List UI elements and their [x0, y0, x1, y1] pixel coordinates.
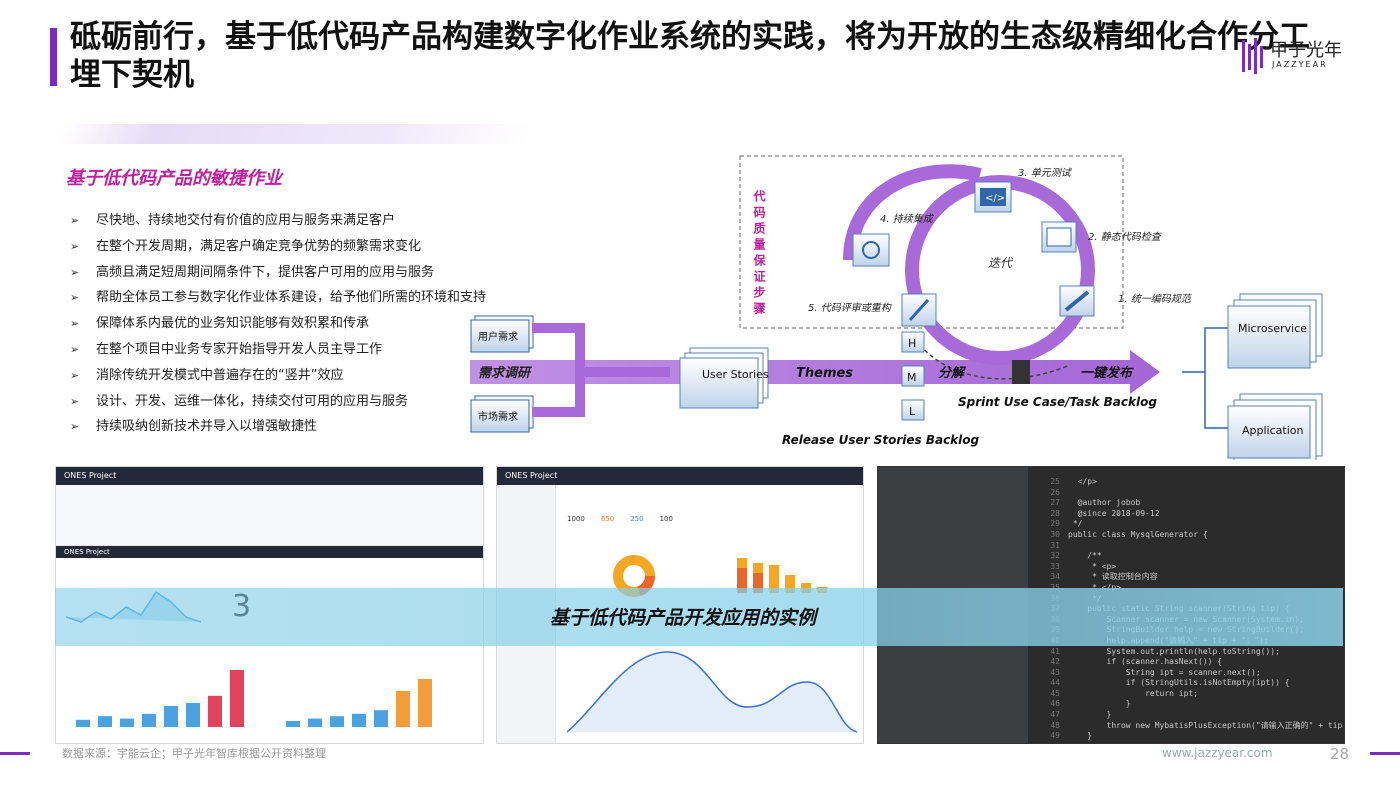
app-header-2: ONES Project: [56, 546, 483, 558]
page-title: 砥砺前行，基于低代码产品构建数字化作业系统的实践，将为开放的生态级精细化合作分工…: [70, 19, 1310, 93]
svg-text:L: L: [909, 405, 916, 418]
input-merge-arrows: [532, 323, 670, 417]
quality-steps-box: [739, 155, 1124, 329]
req-research-label: 需求调研: [478, 365, 533, 381]
app-header: ONES Project: [56, 467, 483, 485]
bar: [98, 716, 112, 727]
bar: [286, 721, 300, 727]
market-need-box: 市场需求: [470, 395, 534, 433]
arrow-bullet-icon: ➢: [70, 239, 80, 253]
step-3-label: 3. 单元测试: [1018, 167, 1073, 179]
quality-steps-label: 代码质量保证步骤: [752, 189, 766, 318]
title-accent-bar: [50, 28, 57, 86]
output-connectors: [1182, 327, 1230, 429]
bar: [396, 691, 410, 727]
logo-text-en: JAZZYEAR: [1272, 60, 1328, 69]
loop-exit-arrow: [919, 344, 1071, 380]
user-need-box: 用户需求: [470, 315, 534, 353]
list-item: ➢在整个开发周期，满足客户确定竞争优势的频繁需求变化: [70, 234, 520, 260]
size-stack: H M L: [901, 331, 925, 421]
bar: [308, 718, 322, 727]
bar: [230, 670, 244, 727]
bar: [418, 679, 432, 727]
logo-text-cn: 甲子光年: [1270, 40, 1342, 61]
section-heading: 基于低代码产品的敏捷作业: [66, 168, 282, 189]
bar-chart-left: [76, 670, 244, 727]
list-item: ➢保障体系内最优的业务知识能够有效积累和传承: [70, 311, 520, 337]
bar: [330, 716, 344, 727]
footer-accent-left: [0, 752, 30, 755]
app-header: ONES Project: [497, 467, 863, 485]
release-backlog-label: Release User Stories Backlog: [782, 433, 980, 447]
bar: [76, 719, 90, 727]
iteration-label: 迭代: [988, 256, 1014, 270]
application-box: Application: [1227, 393, 1323, 460]
brand-logo: 甲子光年 JAZZYEAR: [1240, 36, 1380, 76]
bar: [142, 713, 156, 727]
list-item: ➢高频且满足短周期间隔条件下，提供客户可用的应用与服务: [70, 260, 520, 286]
svg-text:Application: Application: [1242, 424, 1303, 437]
step-1-icon: [1059, 285, 1095, 317]
bar: [374, 710, 388, 727]
svg-text:市场需求: 市场需求: [478, 410, 518, 423]
svg-text:User Stories: User Stories: [702, 368, 769, 381]
logo-mark-icon: [1242, 38, 1263, 74]
decompose-label: 分解: [938, 365, 967, 381]
arrow-bullet-icon: ➢: [70, 368, 80, 382]
arrow-bullet-icon: ➢: [70, 394, 80, 408]
page-number: 28: [1330, 745, 1350, 763]
step-5-label: 5. 代码评审或重构: [808, 302, 893, 314]
list-item: ➢设计、开发、运维一体化，持续交付可用的应用与服务: [70, 389, 520, 415]
svg-text:用户需求: 用户需求: [478, 330, 518, 343]
project-panel: [56, 485, 483, 546]
footer-accent-right: [1370, 752, 1400, 755]
data-source-note: 数据来源：宇能云企；甲子光年智库根据公开资料整理: [62, 747, 326, 760]
step-5-icon: [901, 293, 937, 327]
svg-text:</>: </>: [985, 193, 1005, 204]
example-label: 基于低代码产品开发应用的实例: [550, 607, 817, 629]
bar: [352, 713, 366, 727]
list-item: ➢消除传统开发模式中普遍存在的“竖井”效应: [70, 363, 520, 389]
step-4-label: 4. 持续集成: [880, 213, 935, 225]
svg-text:Microservice: Microservice: [1238, 322, 1307, 335]
arrow-bullet-icon: ➢: [70, 214, 80, 227]
arrow-bullet-icon: ➢: [70, 420, 80, 434]
microservice-box: Microservice: [1227, 293, 1323, 369]
step-3-icon: </>: [974, 181, 1012, 213]
step-2-icon: [1041, 221, 1077, 253]
one-click-release-label: 一键发布: [1080, 365, 1134, 381]
list-item: ➢帮助全体员工参与数字化作业体系建设，给予他们所需的环境和支持: [70, 285, 520, 311]
arrow-bullet-icon: ➢: [70, 317, 80, 331]
agile-process-diagram: 代码质量保证步骤 迭代 </> 3. 单元测试 2. 静态代码检查 1. 统一编…: [470, 155, 1323, 460]
example-banner: [55, 588, 1343, 646]
stacked-bar-chart: [737, 558, 827, 593]
sprint-backlog-label: Sprint Use Case/Task Backlog: [958, 395, 1157, 409]
svg-text:H: H: [908, 337, 916, 350]
step-2-label: 2. 静态代码检查: [1088, 231, 1163, 243]
user-stories-stack: User Stories: [679, 347, 769, 409]
list-item: ➢尽快地、持续地交付有价值的应用与服务来满足客户: [70, 208, 520, 234]
bar: [186, 703, 200, 727]
step-4-icon: [852, 233, 890, 267]
list-item: ➢在整个项目中业务专家开始指导开发人员主导工作: [70, 337, 520, 363]
list-item: ➢持续吸纳创新技术并导入以增强敏捷性: [70, 414, 520, 440]
arrow-bullet-icon: ➢: [70, 342, 80, 356]
themes-label: Themes: [796, 366, 853, 381]
bullet-list: ➢尽快地、持续地交付有价值的应用与服务来满足客户 ➢在整个开发周期，满足客户确定…: [70, 208, 520, 440]
website-link[interactable]: www.jazzyear.com: [1162, 746, 1273, 760]
wave-line-chart: [567, 651, 857, 733]
step-1-label: 1. 统一编码规范: [1118, 293, 1193, 305]
bar: [208, 695, 222, 727]
arrow-bullet-icon: ➢: [70, 291, 80, 305]
arrow-bullet-icon: ➢: [70, 265, 80, 279]
svg-text:M: M: [907, 371, 917, 384]
bar-chart-right: [286, 679, 432, 727]
task-card-icon: [1012, 360, 1030, 384]
bar: [164, 706, 178, 727]
bar: [120, 718, 134, 727]
decorative-banner: [56, 124, 534, 144]
